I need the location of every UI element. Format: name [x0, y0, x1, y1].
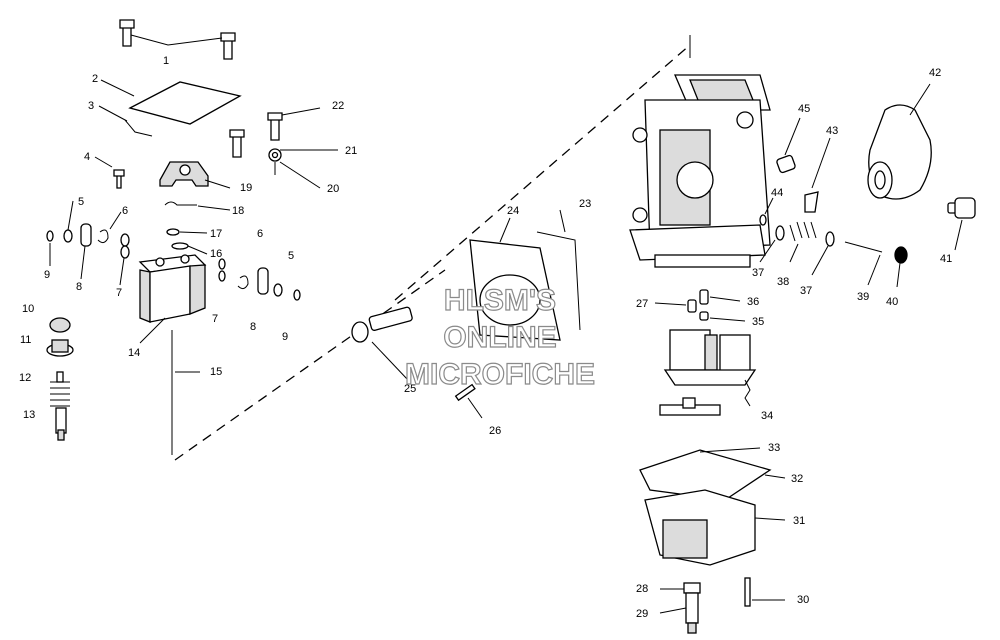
- watermark-line-1: HLSM'S: [444, 284, 556, 317]
- callout-8: 8: [76, 281, 82, 293]
- callout-12: 12: [19, 372, 31, 384]
- screw-pair-part-1: [119, 19, 236, 60]
- screws-parts-21-22: [229, 112, 283, 175]
- callout-23: 23: [579, 198, 591, 210]
- callout-45: 45: [798, 103, 810, 115]
- callout-24: 24: [507, 205, 519, 217]
- small-hardware-right: [218, 258, 301, 301]
- callout-28: 28: [636, 583, 648, 595]
- callout-6-right: 6: [257, 228, 263, 240]
- callout-44: 44: [771, 187, 783, 199]
- callout-8-right: 8: [250, 321, 256, 333]
- screw-part-4: [113, 169, 125, 189]
- assembly-guide-lines: [174, 35, 691, 461]
- callout-7: 7: [116, 287, 122, 299]
- screw-part-41: [947, 197, 976, 219]
- callout-37: 37: [752, 267, 764, 279]
- callout-39: 39: [857, 291, 869, 303]
- cover-part-24: [469, 231, 581, 341]
- gasket-part-32: [639, 449, 772, 501]
- callout-9: 9: [44, 269, 50, 281]
- callout-25: 25: [404, 383, 416, 395]
- callout-leaders: [49, 79, 963, 614]
- watermark: HLSM'S ONLINE MICROFICHE: [404, 283, 595, 391]
- drain-parts-28-29: [683, 582, 701, 634]
- callout-35: 35: [752, 316, 764, 328]
- callout-32: 32: [791, 473, 803, 485]
- callout-26: 26: [489, 425, 501, 437]
- callout-13: 13: [23, 409, 35, 421]
- fittings-parts-43-45: [776, 154, 819, 213]
- callout-36: 36: [747, 296, 759, 308]
- callout-40: 40: [886, 296, 898, 308]
- callout-27: 27: [636, 298, 648, 310]
- callout-41: 41: [940, 253, 952, 265]
- callout-15: 15: [210, 366, 222, 378]
- adjust-screw-part-25: [351, 306, 413, 343]
- callout-3: 3: [88, 100, 94, 112]
- callout-10: 10: [22, 303, 34, 315]
- idle-screw-parts-37-40: [759, 214, 908, 264]
- callout-5-right: 5: [288, 250, 294, 262]
- callout-5: 5: [78, 196, 84, 208]
- clip-parts-16-17: [166, 228, 189, 250]
- callout-29: 29: [636, 608, 648, 620]
- screw-part-30: [744, 577, 751, 607]
- callout-37-right: 37: [800, 285, 812, 297]
- throttle-slide-part-14: [138, 254, 207, 323]
- callout-34: 34: [761, 410, 773, 422]
- callout-2: 2: [92, 73, 98, 85]
- callout-33: 33: [768, 442, 780, 454]
- watermark-line-2: ONLINE: [443, 321, 556, 354]
- callout-17: 17: [210, 228, 222, 240]
- callout-21: 21: [345, 145, 357, 157]
- callout-16: 16: [210, 248, 222, 260]
- callout-labels: 1 2 3 4 5 6 7 8 9 10 11 12 13 14 15 16 1…: [19, 55, 952, 620]
- callout-42: 42: [929, 67, 941, 79]
- callout-1: 1: [163, 55, 169, 67]
- callout-30: 30: [797, 594, 809, 606]
- carburetor-body: [629, 74, 771, 268]
- plate-part-2: [124, 81, 242, 137]
- callout-6: 6: [122, 205, 128, 217]
- callout-43: 43: [826, 125, 838, 137]
- callout-31: 31: [793, 515, 805, 527]
- callout-18: 18: [232, 205, 244, 217]
- callout-19: 19: [240, 182, 252, 194]
- bracket-part-19: [159, 161, 209, 187]
- jets-parts-27-35-36: [687, 289, 709, 321]
- callout-11: 11: [20, 334, 31, 346]
- callout-22: 22: [332, 100, 344, 112]
- callout-38: 38: [777, 276, 789, 288]
- pin-part-26: [454, 383, 476, 402]
- callout-4: 4: [84, 151, 90, 163]
- jet-needle-part-15: [171, 330, 200, 455]
- small-hardware-left: [46, 223, 130, 259]
- callout-9-right: 9: [282, 331, 288, 343]
- clip-part-18: [164, 201, 197, 206]
- valve-parts-10-13: [46, 317, 74, 441]
- callout-20: 20: [327, 183, 339, 195]
- float-bowl-part-31: [644, 489, 756, 566]
- callout-7-right: 7: [212, 313, 218, 325]
- watermark-line-3: MICROFICHE: [405, 358, 595, 391]
- callout-14: 14: [128, 347, 140, 359]
- float-part-34: [659, 329, 757, 416]
- throttle-lever-part-42: [867, 104, 932, 200]
